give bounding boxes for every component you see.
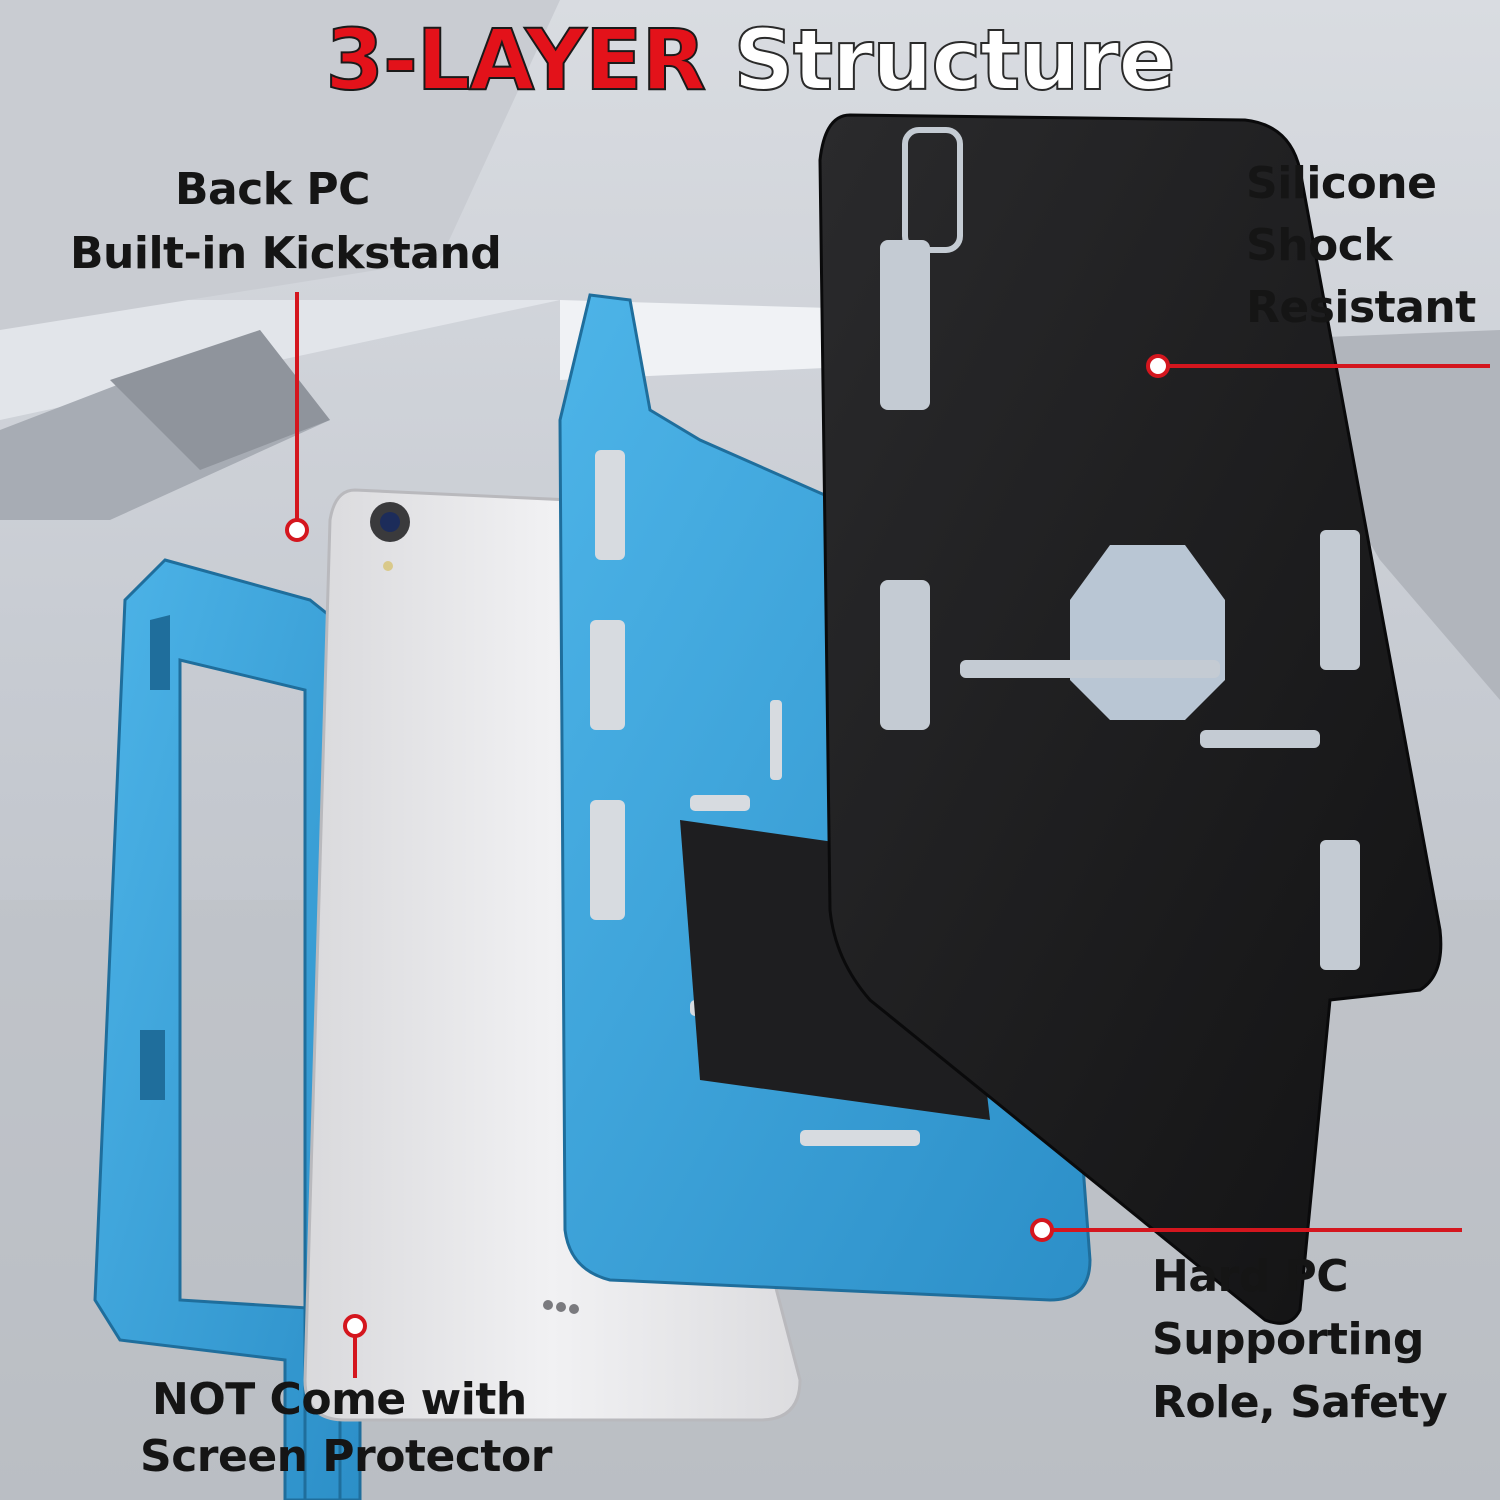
screen-line1: NOT Come with bbox=[152, 1374, 527, 1425]
not-come-with-label: NOT Come with bbox=[152, 1378, 527, 1422]
silicone-line3: Resistant bbox=[1246, 282, 1476, 333]
supporting-label: Supporting bbox=[1152, 1318, 1424, 1362]
resistant-label: Resistant bbox=[1246, 286, 1476, 330]
hard-pc-line1: Hard PC bbox=[1152, 1251, 1349, 1302]
hard-pc-label: Hard PC bbox=[1152, 1255, 1349, 1299]
back-pc-line2: Built-in Kickstand bbox=[70, 228, 502, 279]
headline-rest: Structure bbox=[732, 11, 1176, 109]
headline-highlight: 3-LAYER bbox=[325, 11, 708, 109]
silicone-label: Silicone bbox=[1246, 162, 1437, 206]
callout-connectors bbox=[285, 292, 1490, 1378]
back-pc-line1: Back PC bbox=[175, 164, 370, 215]
hard-pc-line2: Supporting bbox=[1152, 1314, 1424, 1365]
screen-protector-label: Screen Protector bbox=[140, 1435, 552, 1479]
black-silicone-shell bbox=[818, 113, 1443, 1325]
silicone-line2: Shock bbox=[1246, 220, 1393, 271]
screen-line2: Screen Protector bbox=[140, 1431, 552, 1482]
role-safety-label: Role, Safety bbox=[1152, 1381, 1448, 1425]
kickstand-label: Built-in Kickstand bbox=[70, 232, 502, 276]
shock-label: Shock bbox=[1246, 224, 1393, 268]
silicone-line1: Silicone bbox=[1246, 158, 1437, 209]
back-pc-label: Back PC bbox=[175, 168, 370, 212]
hard-pc-line3: Role, Safety bbox=[1152, 1377, 1448, 1428]
headline: 3-LAYER Structure bbox=[0, 17, 1500, 103]
